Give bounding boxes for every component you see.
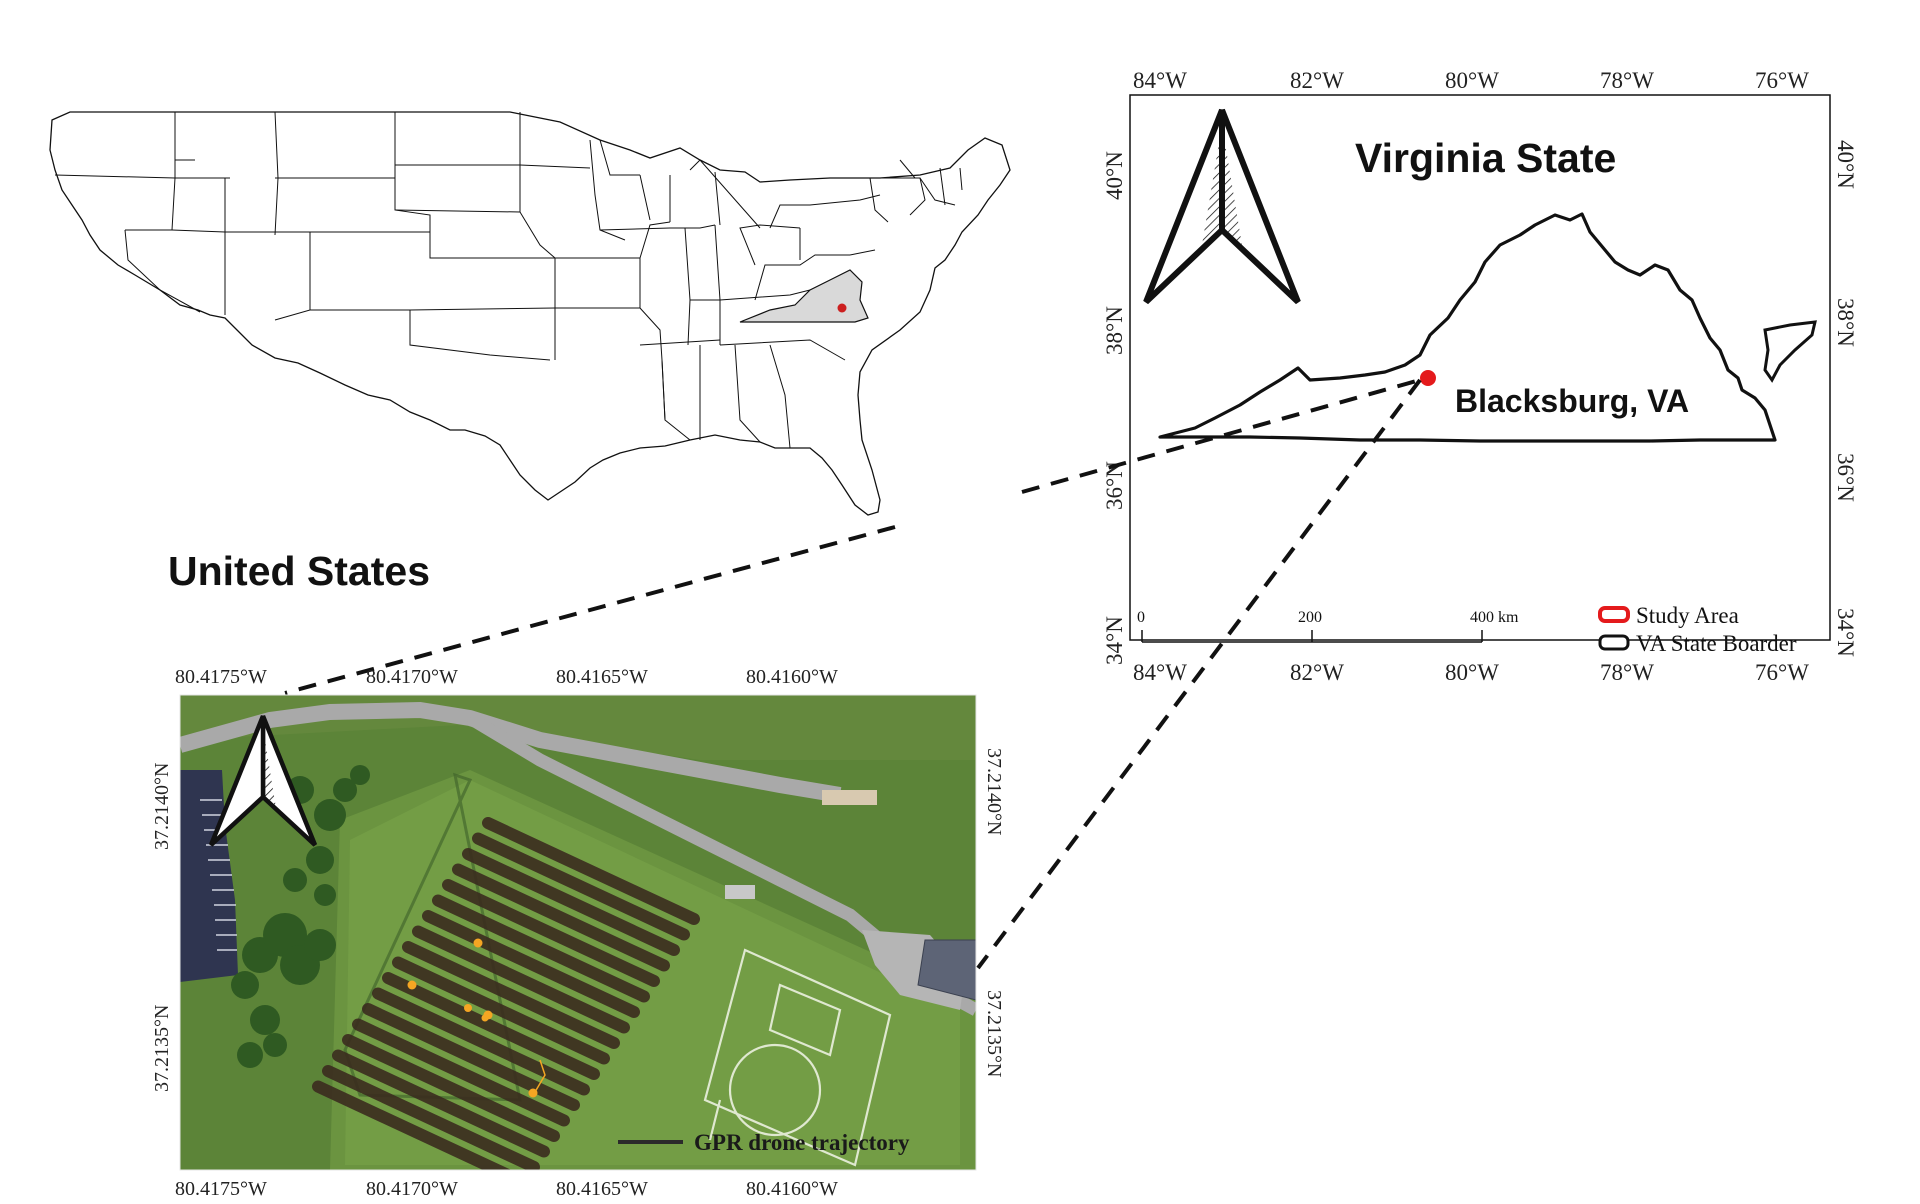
trajectory-lane — [482, 817, 700, 925]
svg-text:80.4170°W: 80.4170°W — [366, 666, 458, 688]
svg-text:84°W: 84°W — [1133, 68, 1187, 93]
trajectory-lane — [442, 879, 660, 987]
svg-text:36°N: 36°N — [1102, 461, 1127, 510]
svg-text:37.2140°N: 37.2140°N — [151, 763, 173, 850]
va-legend: Study Area VA State Boarder — [1598, 603, 1797, 656]
trajectory-lane — [402, 941, 620, 1049]
north-arrow-icon — [208, 715, 318, 847]
site-lon-ticks-top: 80.4175°W 80.4170°W 80.4165°W 80.4160°W — [175, 666, 838, 688]
svg-text:80.4170°W: 80.4170°W — [366, 1178, 458, 1200]
svg-text:400 km: 400 km — [1470, 609, 1519, 626]
trajectory-lane — [472, 832, 690, 941]
svg-text:80.4175°W: 80.4175°W — [175, 1178, 267, 1200]
svg-text:80.4165°W: 80.4165°W — [556, 666, 648, 688]
gpr-points — [407, 938, 538, 1098]
svg-text:82°W: 82°W — [1290, 68, 1344, 93]
svg-text:Study Area: Study Area — [1636, 603, 1739, 628]
study-area-marker-va — [1420, 370, 1436, 386]
va-lon-ticks-top: 84°W 82°W 80°W 78°W 76°W — [1133, 68, 1809, 93]
svg-text:37.2135°N: 37.2135°N — [983, 990, 1005, 1077]
svg-text:78°W: 78°W — [1600, 68, 1654, 93]
study-area-marker-us — [837, 303, 847, 313]
site-lon-ticks-bottom: 80.4175°W 80.4170°W 80.4165°W 80.4160°W — [175, 1178, 838, 1200]
svg-text:34°N: 34°N — [1833, 608, 1858, 657]
us-map: United States — [49, 111, 1011, 594]
svg-text:VA State Boarder: VA State Boarder — [1636, 631, 1797, 656]
trajectory-lane — [362, 1003, 580, 1111]
virginia-eastern-shore — [1763, 320, 1817, 383]
trajectory-lane — [382, 972, 600, 1080]
site-lat-ticks-right: 37.2140°N 37.2135°N — [983, 748, 1005, 1077]
svg-text:82°W: 82°W — [1290, 660, 1344, 685]
trajectory-lane — [332, 1049, 550, 1158]
trajectory-lane — [352, 1018, 570, 1127]
virginia-highlight — [739, 269, 869, 323]
trajectory-lane — [412, 925, 630, 1034]
svg-text:37.2140°N: 37.2140°N — [983, 748, 1005, 835]
gpr-trajectory — [312, 817, 700, 1170]
us-outline — [49, 111, 1011, 516]
trajectory-lane — [422, 910, 640, 1018]
trajectory-lane — [342, 1034, 560, 1142]
svg-text:37.2135°N: 37.2135°N — [151, 1005, 173, 1092]
svg-text:80.4175°W: 80.4175°W — [175, 666, 267, 688]
city-label: Blacksburg, VA — [1455, 383, 1689, 419]
site-lat-ticks-left: 37.2140°N 37.2135°N — [151, 763, 173, 1092]
svg-text:40°N: 40°N — [1833, 140, 1858, 189]
trajectory-lane — [432, 894, 650, 1003]
trajectory-lane — [322, 1065, 540, 1170]
svg-text:40°N: 40°N — [1102, 151, 1127, 200]
svg-text:38°N: 38°N — [1102, 306, 1127, 355]
svg-text:80.4160°W: 80.4160°W — [746, 666, 838, 688]
trajectory-lane — [392, 956, 610, 1065]
soccer-field — [703, 948, 892, 1167]
trajectory-lane — [452, 863, 670, 972]
building — [917, 939, 976, 1001]
svg-text:78°W: 78°W — [1600, 660, 1654, 685]
va-lat-ticks-left: 40°N 38°N 36°N 34°N — [1102, 151, 1127, 665]
site-map: GPR drone trajectory 80.4175°W 80.4170°W… — [151, 666, 1005, 1200]
svg-text:80.4160°W: 80.4160°W — [746, 1178, 838, 1200]
legend-state-border-swatch — [1598, 634, 1630, 651]
svg-text:34°N: 34°N — [1102, 616, 1127, 665]
va-map-title: Virginia State — [1355, 135, 1616, 181]
va-lat-ticks-right: 40°N 38°N 36°N 34°N — [1833, 140, 1858, 657]
svg-text:80°W: 80°W — [1445, 660, 1499, 685]
svg-text:0: 0 — [1137, 609, 1145, 626]
svg-text:36°N: 36°N — [1833, 453, 1858, 502]
svg-text:80°W: 80°W — [1445, 68, 1499, 93]
svg-text:84°W: 84°W — [1133, 660, 1187, 685]
virginia-outline — [1158, 212, 1777, 443]
svg-text:200: 200 — [1298, 609, 1322, 626]
va-lon-ticks-bottom: 84°W 82°W 80°W 78°W 76°W — [1133, 660, 1809, 685]
trajectory-lane — [462, 848, 680, 956]
trajectory-lane — [372, 987, 590, 1096]
dashed-connectors — [284, 378, 1422, 970]
svg-text:76°W: 76°W — [1755, 660, 1809, 685]
svg-text:GPR drone trajectory: GPR drone trajectory — [694, 1130, 910, 1155]
trajectory-lane — [312, 1080, 512, 1170]
state-borders — [54, 111, 963, 449]
svg-text:38°N: 38°N — [1833, 298, 1858, 347]
legend-study-area-swatch — [1598, 606, 1630, 623]
scale-bar: 0 200 400 km — [1137, 609, 1519, 643]
site-legend: GPR drone trajectory — [618, 1130, 910, 1155]
trees — [231, 765, 370, 1068]
svg-text:80.4165°W: 80.4165°W — [556, 1178, 648, 1200]
virginia-map: 84°W 82°W 80°W 78°W 76°W 84°W 82°W 80°W … — [1102, 68, 1858, 685]
site-map-frame — [179, 694, 977, 1171]
svg-text:76°W: 76°W — [1755, 68, 1809, 93]
north-arrow-icon — [1143, 108, 1301, 305]
road — [180, 701, 842, 803]
us-map-title: United States — [168, 548, 430, 594]
